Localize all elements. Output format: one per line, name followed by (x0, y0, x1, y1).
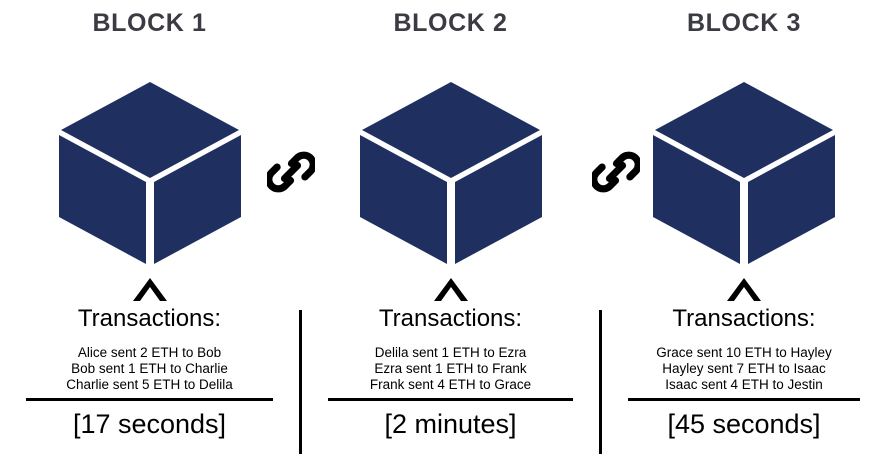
cube-icon (356, 78, 546, 268)
duration-rule-1 (26, 398, 273, 401)
block-duration-3: [45 seconds] (667, 409, 821, 439)
cube-icon (55, 78, 245, 268)
transactions-list-3: Grace sent 10 ETH to Hayley Hayley sent … (602, 345, 886, 393)
duration-rule-2 (328, 398, 573, 401)
block-column-2: BLOCK 2 Transactions: Delila sent 1 ETH … (302, 0, 599, 454)
transaction-item: Isaac sent 4 ETH to Jestin (665, 377, 823, 392)
transaction-item: Grace sent 10 ETH to Hayley (656, 345, 832, 360)
transactions-heading-3: Transactions: (672, 305, 816, 332)
column-divider (299, 310, 302, 454)
transactions-list-2: Delila sent 1 ETH to Ezra Ezra sent 1 ET… (302, 345, 599, 393)
transaction-item: Frank sent 4 ETH to Grace (369, 377, 532, 392)
transaction-item: Bob sent 1 ETH to Charlie (71, 361, 228, 376)
block-cube-wrapper-3 (602, 78, 886, 268)
transactions-heading-2: Transactions: (378, 305, 523, 332)
transaction-item: Alice sent 2 ETH to Bob (77, 345, 222, 360)
block-title-2: BLOCK 2 (393, 9, 508, 37)
block-column-3: BLOCK 3 Transactions: Grace sent 10 ETH … (602, 0, 886, 454)
transaction-item: Delila sent 1 ETH to Ezra (374, 345, 527, 360)
caret-up-icon (302, 278, 599, 304)
caret-up-icon (602, 278, 886, 304)
transactions-list-1: Alice sent 2 ETH to Bob Bob sent 1 ETH t… (0, 345, 299, 393)
chain-link-icon (592, 148, 640, 196)
column-divider (599, 310, 602, 454)
block-title-1: BLOCK 1 (92, 9, 207, 37)
transaction-item: Hayley sent 7 ETH to Isaac (662, 361, 826, 376)
chain-link-icon (267, 148, 315, 196)
duration-rule-3 (628, 398, 860, 401)
transaction-item: Charlie sent 5 ETH to Delila (66, 377, 233, 392)
block-cube-wrapper-1 (0, 78, 299, 268)
block-cube-wrapper-2 (302, 78, 599, 268)
transaction-item: Ezra sent 1 ETH to Frank (374, 361, 527, 376)
caret-up-icon (0, 278, 299, 304)
transactions-heading-1: Transactions: (77, 305, 222, 332)
block-title-3: BLOCK 3 (687, 9, 801, 37)
cube-icon (649, 78, 839, 268)
block-duration-1: [17 seconds] (72, 409, 227, 439)
block-column-1: BLOCK 1 Transactions: Alice sent 2 ETH t… (0, 0, 299, 454)
block-duration-2: [2 minutes] (384, 409, 517, 439)
